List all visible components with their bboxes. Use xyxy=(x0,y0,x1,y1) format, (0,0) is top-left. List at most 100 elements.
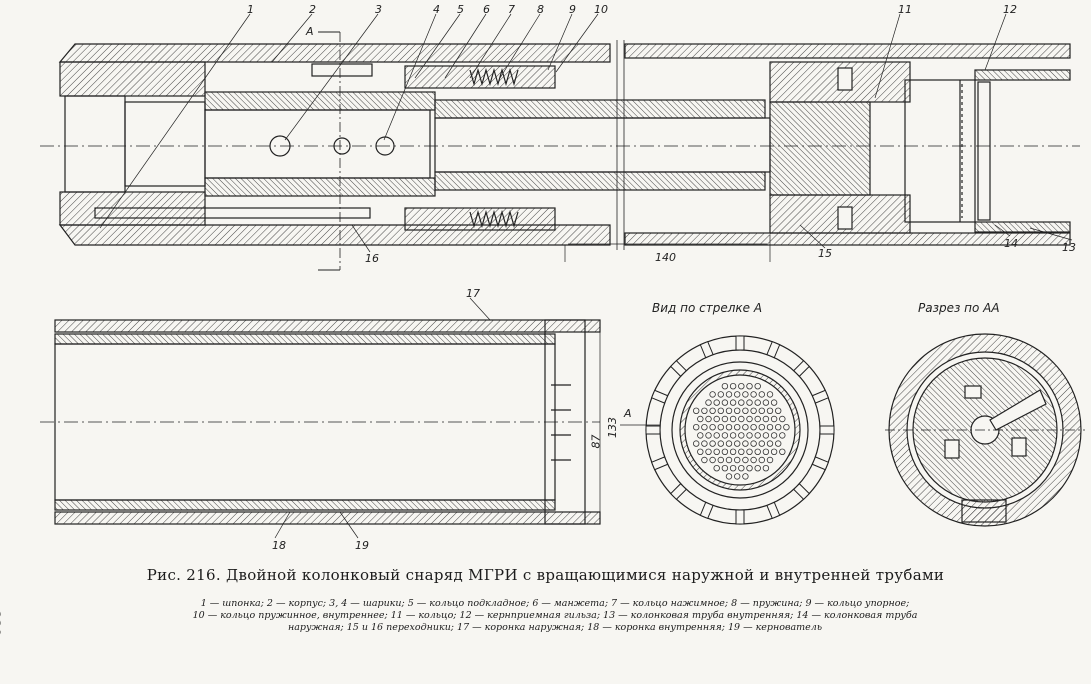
part-label-6: 6 xyxy=(483,3,490,16)
core-hole xyxy=(725,391,733,398)
core-hole xyxy=(721,432,729,439)
part-label-10: 10 xyxy=(594,3,608,16)
core-hole xyxy=(697,415,704,423)
core-hole xyxy=(754,432,761,439)
core-hole xyxy=(709,424,716,431)
core-hole xyxy=(705,432,712,439)
section-aa xyxy=(885,333,1085,527)
part-label-1: 1 xyxy=(247,3,254,16)
core-hole xyxy=(746,432,753,439)
core-hole xyxy=(775,424,782,431)
part-label-17: 17 xyxy=(466,287,480,300)
core-hole xyxy=(734,424,741,431)
part-label-4: 4 xyxy=(433,3,440,16)
core-hole xyxy=(754,383,761,390)
longitudinal-section xyxy=(40,13,1080,271)
core-hole xyxy=(750,440,757,447)
core-hole xyxy=(770,432,778,439)
crown-tooth xyxy=(650,456,669,471)
part-label-8: 8 xyxy=(537,3,544,16)
part-label-7: 7 xyxy=(508,3,515,16)
crown-tooth xyxy=(793,359,811,377)
view-title-arrow: Вид по стрелке А xyxy=(652,301,763,315)
core-hole xyxy=(713,465,720,472)
crown-tooth xyxy=(735,509,745,525)
dimension-133: 133 xyxy=(606,417,619,438)
core-hole xyxy=(713,432,720,439)
core-holes xyxy=(693,383,790,480)
core-hole xyxy=(746,448,753,455)
core-hole xyxy=(779,448,786,455)
core-hole xyxy=(779,415,786,423)
core-hole xyxy=(746,465,753,472)
core-hole xyxy=(717,440,724,447)
core-hole xyxy=(766,407,774,414)
core-hole xyxy=(729,383,737,390)
core-hole xyxy=(734,440,741,447)
crown-tooth xyxy=(645,425,661,435)
core-hole xyxy=(766,391,774,398)
core-hole xyxy=(713,399,720,406)
core-hole xyxy=(713,415,720,423)
crown-tooth xyxy=(669,483,687,501)
core-hole xyxy=(750,391,757,398)
part-label-5: 5 xyxy=(457,3,464,16)
core-hole xyxy=(705,448,712,455)
crown-tooth xyxy=(650,389,669,404)
core-hole xyxy=(701,440,708,447)
crown-tooth xyxy=(735,335,745,351)
legend-line: наружная; 15 и 16 переходники; 17 — коро… xyxy=(288,622,822,633)
crown-tooth xyxy=(669,359,687,377)
core-hole xyxy=(738,399,745,406)
core-hole xyxy=(746,415,753,423)
core-hole xyxy=(758,440,765,447)
core-hole xyxy=(762,448,770,455)
crown-tooth xyxy=(811,389,830,404)
core-hole xyxy=(750,407,757,414)
figure-legend: 1 — шпонка; 2 — корпус; 3, 4 — шарики; 5… xyxy=(40,598,1070,634)
part-label-9: 9 xyxy=(569,3,576,16)
core-hole xyxy=(766,424,774,431)
core-hole xyxy=(742,456,749,464)
core-hole xyxy=(721,465,729,472)
core-hole xyxy=(775,440,782,447)
core-hole xyxy=(701,456,708,464)
core-hole xyxy=(738,383,745,390)
core-hole xyxy=(725,456,733,464)
core-hole xyxy=(750,424,757,431)
core-hole xyxy=(705,415,712,423)
crown-tooth xyxy=(699,340,714,359)
core-hole xyxy=(729,432,737,439)
core-hole xyxy=(709,391,716,398)
core-hole xyxy=(762,465,770,472)
core-hole xyxy=(713,448,720,455)
crown-tooth xyxy=(793,483,811,501)
core-hole xyxy=(721,383,729,390)
core-hole xyxy=(770,448,778,455)
crown-tooth xyxy=(766,501,781,520)
part-label-11: 11 xyxy=(898,3,912,16)
core-hole xyxy=(758,456,765,464)
core-hole xyxy=(742,473,749,480)
core-hole xyxy=(766,456,774,464)
crown-tooth xyxy=(811,456,830,471)
core-hole xyxy=(693,424,700,431)
core-hole xyxy=(746,383,753,390)
core-hole xyxy=(758,424,765,431)
core-hole xyxy=(742,424,749,431)
core-hole xyxy=(709,440,716,447)
core-hole xyxy=(783,424,790,431)
core-hole xyxy=(709,456,716,464)
part-label-16: 16 xyxy=(365,252,379,265)
crown-teeth xyxy=(645,335,835,525)
core-hole xyxy=(734,407,741,414)
core-hole xyxy=(721,448,729,455)
core-hole xyxy=(762,399,770,406)
core-hole xyxy=(721,415,729,423)
core-hole xyxy=(693,407,700,414)
core-hole xyxy=(779,432,786,439)
core-hole xyxy=(717,456,724,464)
dimension-140: 140 xyxy=(655,251,676,264)
core-hole xyxy=(750,456,757,464)
core-hole xyxy=(717,424,724,431)
